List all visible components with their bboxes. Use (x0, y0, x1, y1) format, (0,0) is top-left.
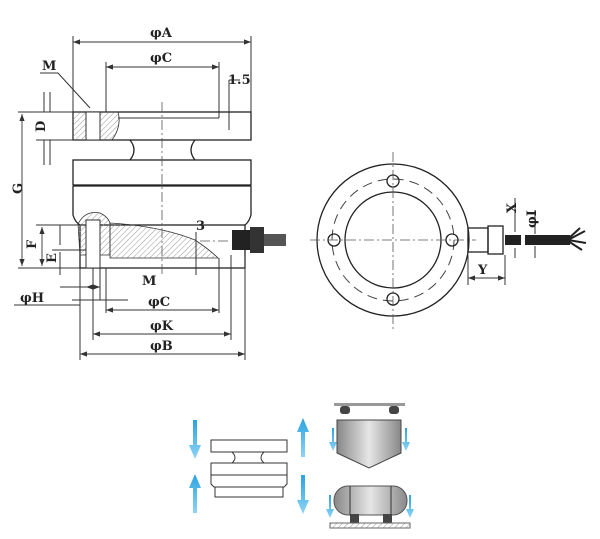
label-e: E (45, 253, 60, 263)
arrow-down-icon (329, 428, 337, 451)
label-m-bottom: M (142, 274, 156, 289)
arrow-down-icon (402, 428, 410, 451)
force-arrows (189, 418, 414, 518)
label-x: X (505, 202, 520, 213)
bolt-hole (445, 233, 459, 247)
application-icons (189, 403, 414, 529)
label-3: 3 (196, 219, 205, 234)
arrow-down-icon (406, 495, 414, 518)
label-m-top: M (42, 59, 56, 74)
hopper-icon (334, 403, 405, 469)
label-f: F (25, 239, 40, 249)
arrow-up-icon (189, 474, 201, 513)
cable (505, 235, 521, 245)
arrow-down-icon (326, 495, 334, 518)
label-phi-a: φA (150, 26, 173, 41)
side-view: φA φC M 1.5 D G F E 3 M φH φC φK φB (11, 26, 286, 360)
label-phi-c-bottom: φC (148, 295, 170, 310)
label-phi-h: φH (20, 291, 44, 306)
arrow-down-icon (297, 475, 309, 514)
label-d: D (34, 121, 49, 132)
bolt-hole (386, 292, 400, 306)
bolt-hole (386, 174, 400, 188)
label-g: G (11, 183, 26, 194)
bolt-hole (327, 233, 341, 247)
cable-gland (232, 227, 286, 253)
label-1-5: 1.5 (228, 73, 251, 88)
top-view: X φI Y (310, 152, 587, 330)
tank-icon (329, 485, 411, 529)
label-y: Y (477, 263, 488, 278)
label-phi-i: φI (525, 210, 540, 228)
label-phi-c-top: φC (150, 51, 172, 66)
label-phi-b: φB (150, 339, 173, 354)
arrow-up-icon (297, 418, 309, 457)
arrow-down-icon (189, 420, 201, 459)
label-phi-k: φK (150, 319, 174, 334)
load-cell-icon (210, 439, 288, 498)
